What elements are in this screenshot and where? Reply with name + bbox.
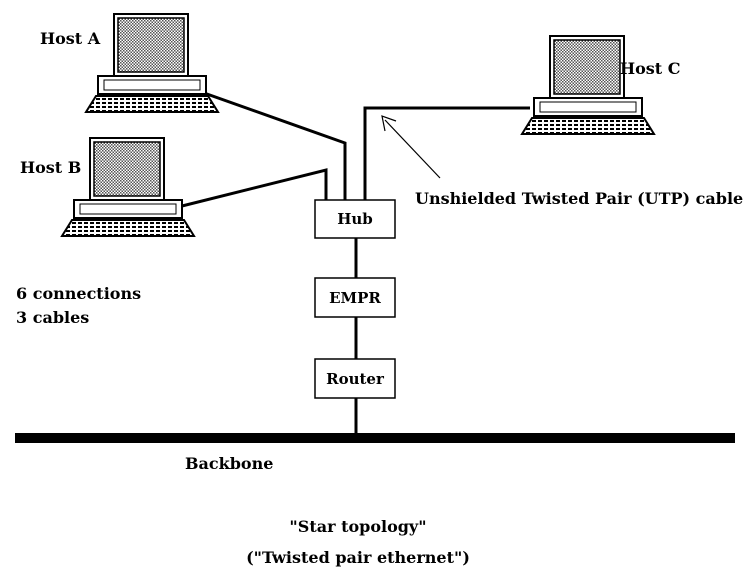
- host-b-computer: [61, 137, 195, 237]
- cable-host-a: [189, 86, 347, 200]
- host-a-computer: [85, 13, 219, 113]
- router-label: Router: [326, 370, 385, 388]
- router-device: Router: [314, 358, 396, 399]
- host-c-computer: [521, 35, 655, 135]
- caption-line-1: "Star topology": [289, 517, 426, 536]
- host-b-label: Host B: [20, 158, 81, 177]
- arrow-line: [384, 119, 441, 179]
- cable-host-c: [363, 106, 530, 200]
- backbone-label: Backbone: [185, 454, 273, 473]
- utp-callout: Unshielded Twisted Pair (UTP) cable: [381, 115, 743, 208]
- computer-icon: [61, 137, 195, 237]
- utp-cable-label: Unshielded Twisted Pair (UTP) cable: [415, 189, 743, 208]
- hub-device: Hub: [314, 199, 396, 239]
- connections-count: 6 connections: [16, 284, 141, 303]
- host-a-label: Host A: [40, 29, 101, 48]
- computer-icon: [85, 13, 219, 113]
- empr-device: EMPR: [314, 277, 396, 318]
- host-c-label: Host C: [620, 59, 681, 78]
- cable-host-b: [165, 168, 328, 212]
- caption-line-2: ("Twisted pair ethernet"): [246, 548, 470, 567]
- cables-count: 3 cables: [16, 308, 89, 327]
- hub-label: Hub: [337, 210, 373, 228]
- empr-label: EMPR: [329, 289, 381, 307]
- backbone-line: [15, 433, 735, 443]
- cables: [165, 86, 530, 437]
- arrow-head-icon: [381, 115, 397, 132]
- computer-icon: [521, 35, 655, 135]
